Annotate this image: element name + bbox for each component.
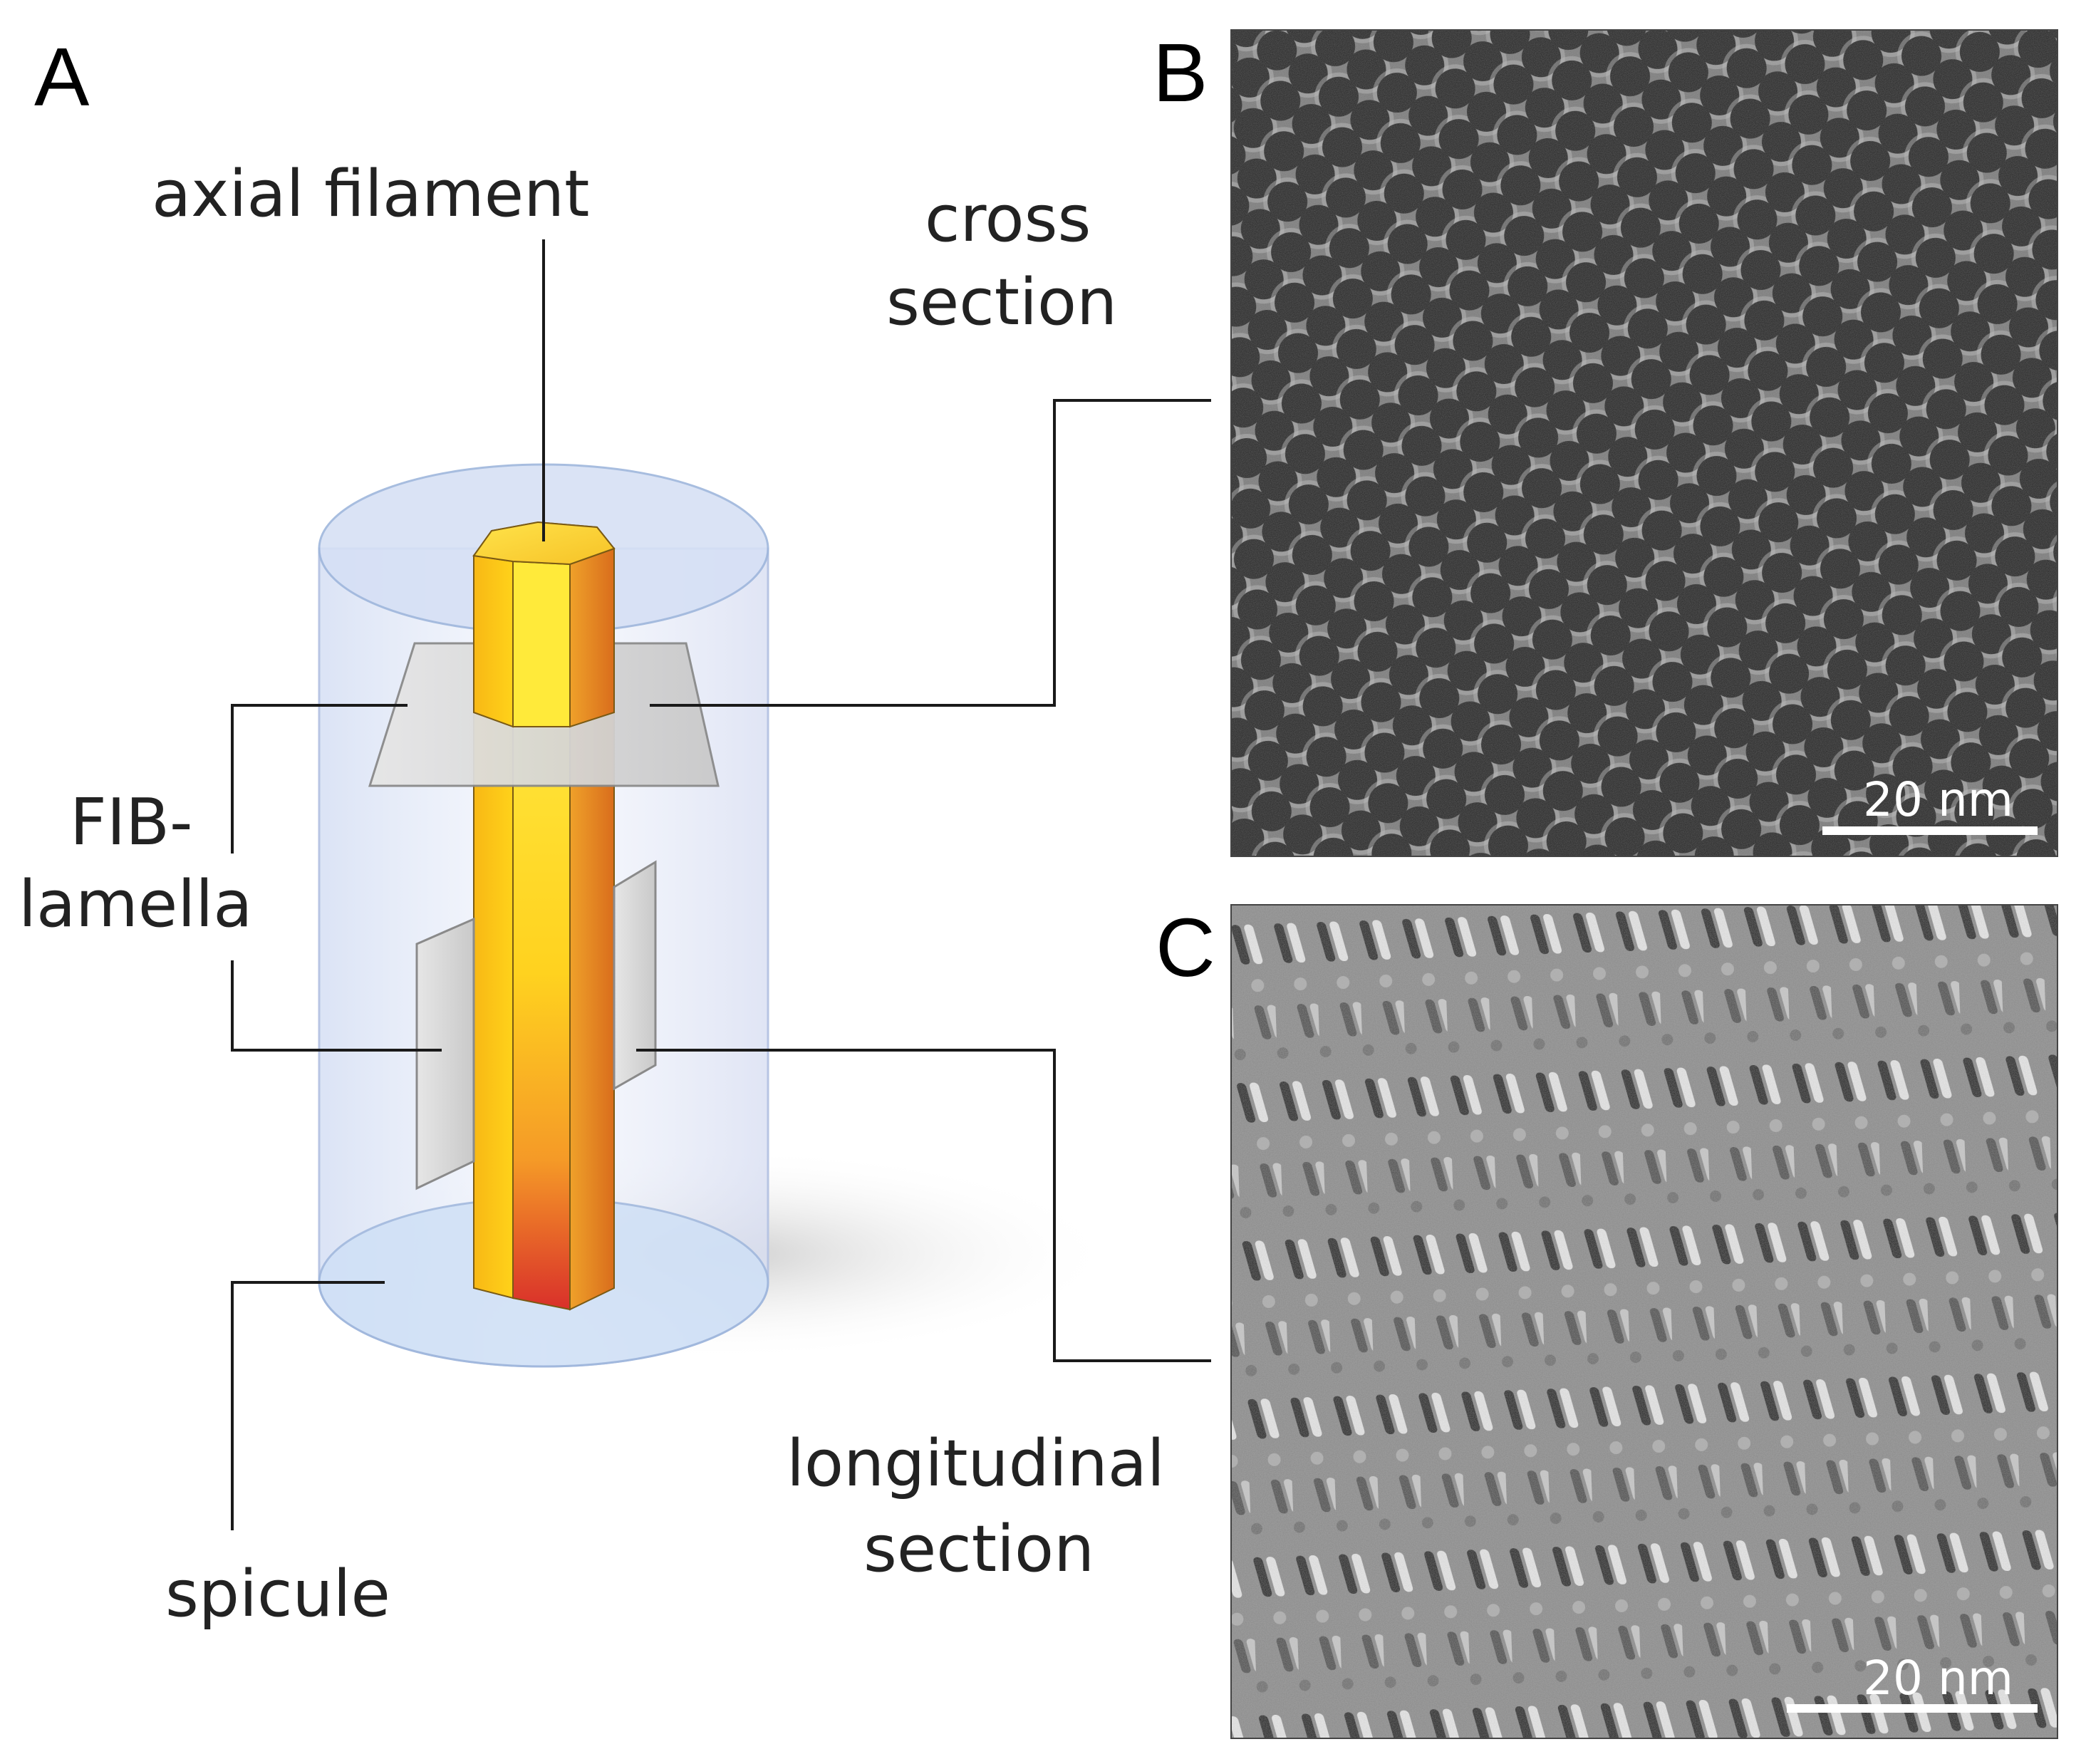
panel-a-letter: A — [34, 31, 90, 123]
leader-fib-upper — [231, 704, 408, 854]
longitudinal-lamellae — [415, 860, 657, 1190]
label-cross-line1: cross — [925, 182, 1091, 256]
panel-c: C 20 nm — [1156, 901, 2058, 1739]
label-spicule: spicule — [165, 1557, 390, 1631]
label-fib-line1: FIB- — [70, 785, 193, 860]
label-longitudinal-line1: longitudinal — [787, 1426, 1165, 1501]
panel-a: A — [19, 31, 1211, 1631]
label-axial-filament: axial filament — [152, 157, 589, 232]
scale-bar-c-label: 20 nm — [1863, 1651, 2013, 1706]
panel-b-letter: B — [1153, 26, 1208, 119]
leader-fib-lower — [231, 960, 442, 1052]
leader-longitudinal — [636, 1049, 1211, 1362]
scale-bar-c — [1787, 1704, 2038, 1713]
scale-bar-b — [1822, 826, 2038, 835]
panel-c-letter: C — [1156, 901, 1215, 994]
label-cross-line2: section — [886, 265, 1117, 340]
label-fib-line2: lamella — [19, 867, 252, 942]
leader-cross-section — [650, 399, 1211, 707]
leader-spicule — [231, 1281, 385, 1530]
scale-bar-b-label: 20 nm — [1863, 772, 2013, 827]
label-longitudinal-line2: section — [863, 1512, 1094, 1587]
micrograph-b-noise — [1231, 30, 2058, 856]
panel-b: B 20 nm — [1153, 26, 2058, 857]
cross-section-lamella — [368, 521, 720, 787]
micrograph-c-noise — [1231, 905, 2058, 1738]
leader-lines — [231, 239, 1211, 1530]
